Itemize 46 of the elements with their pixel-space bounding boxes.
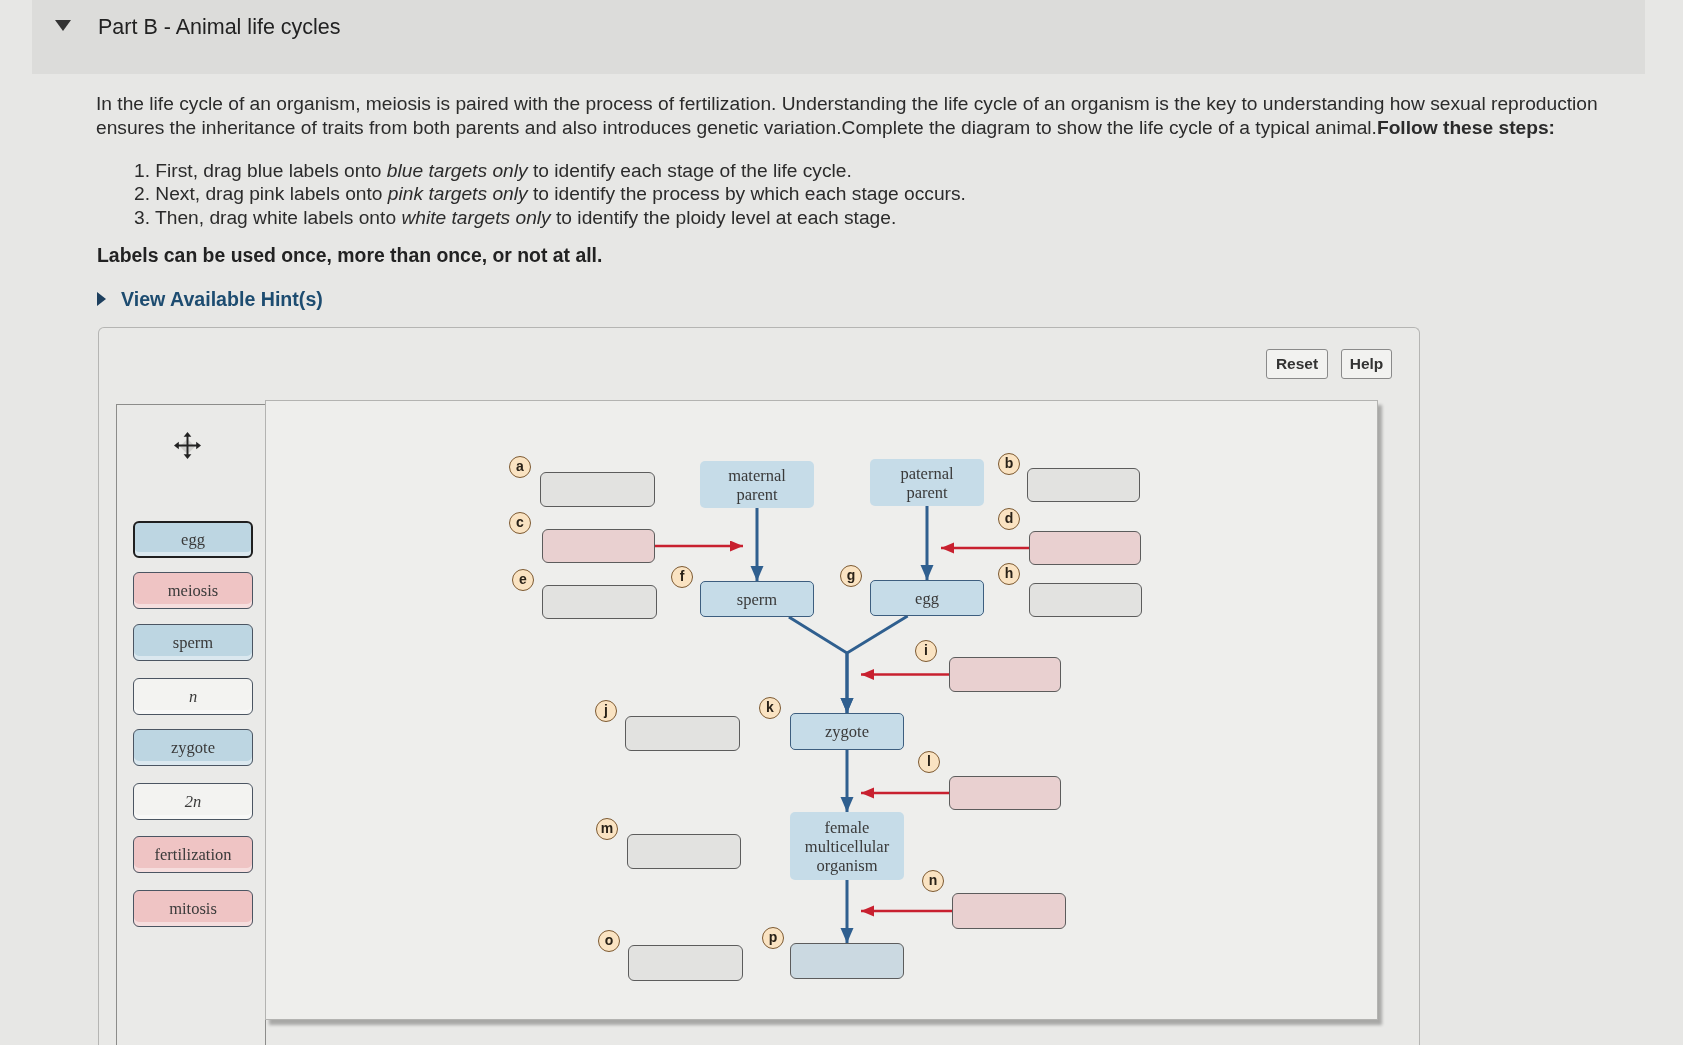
- arrow: [920, 506, 934, 580]
- instruction-step: 2. Next, drag pink labels onto pink targets only to identify the process by which each stage occurs.: [134, 182, 966, 206]
- arrow: [941, 542, 1029, 554]
- draggable-label: meiosis: [133, 572, 253, 609]
- draggable-label: sperm: [133, 624, 253, 661]
- placed-label: egg: [870, 580, 984, 616]
- instructions-paragraph: In the life cycle of an organism, meiosis is paired with the process of fertilization. Understanding the life cycle of an organism is the key to understanding how sexual reproduction ensures the inheritance of traits from both parents and also introduces genetic variation.Complete the diagram to show the life cycle of a typical animal.Follow these steps:: [96, 92, 1599, 139]
- stage-box: female multicellular organism: [790, 812, 904, 880]
- drop-target: [1029, 531, 1141, 565]
- drop-target: [540, 472, 655, 507]
- arrow: [861, 787, 949, 799]
- instruction-step: 3. Then, drag white labels onto white targets only to identify the ploidy level at each stage.: [134, 206, 897, 230]
- drop-target: [952, 893, 1066, 929]
- drop-target: [1029, 583, 1142, 617]
- note-text: Labels can be used once, more than once, or not at all.: [97, 244, 603, 268]
- help-button: Help: [1341, 349, 1392, 379]
- drop-target: [628, 945, 743, 981]
- drop-target: [627, 834, 741, 869]
- arrow: [840, 750, 854, 812]
- drop-target: [542, 529, 655, 563]
- arrow: [840, 614, 909, 713]
- placed-label: sperm: [700, 581, 814, 617]
- drop-target: [949, 657, 1061, 692]
- stage-box: paternal parent: [870, 459, 984, 506]
- hint-link: View Available Hint(s): [121, 287, 323, 311]
- arrow: [861, 905, 952, 917]
- section-title: Part B - Animal life cycles: [98, 14, 341, 41]
- drop-target: [790, 943, 904, 979]
- reset-button: Reset: [1266, 349, 1328, 379]
- arrow: [750, 508, 764, 581]
- stage-box: maternal parent: [700, 461, 814, 508]
- draggable-label: zygote: [133, 729, 253, 766]
- drop-target: [949, 776, 1061, 810]
- arrow: [655, 540, 743, 552]
- arrow: [840, 880, 854, 943]
- draggable-label: egg: [133, 521, 253, 558]
- draggable-label: 2n: [133, 783, 253, 820]
- draggable-label: mitosis: [133, 890, 253, 927]
- arrow: [861, 669, 949, 680]
- drop-target: [542, 585, 657, 619]
- draggable-label: n: [133, 678, 253, 715]
- drop-target: [1027, 468, 1140, 502]
- drop-target: [625, 716, 740, 751]
- placed-label: zygote: [790, 713, 904, 750]
- instruction-step: 1. First, drag blue labels onto blue targets only to identify each stage of the life cycle.: [134, 159, 852, 183]
- draggable-label: fertilization: [133, 836, 253, 873]
